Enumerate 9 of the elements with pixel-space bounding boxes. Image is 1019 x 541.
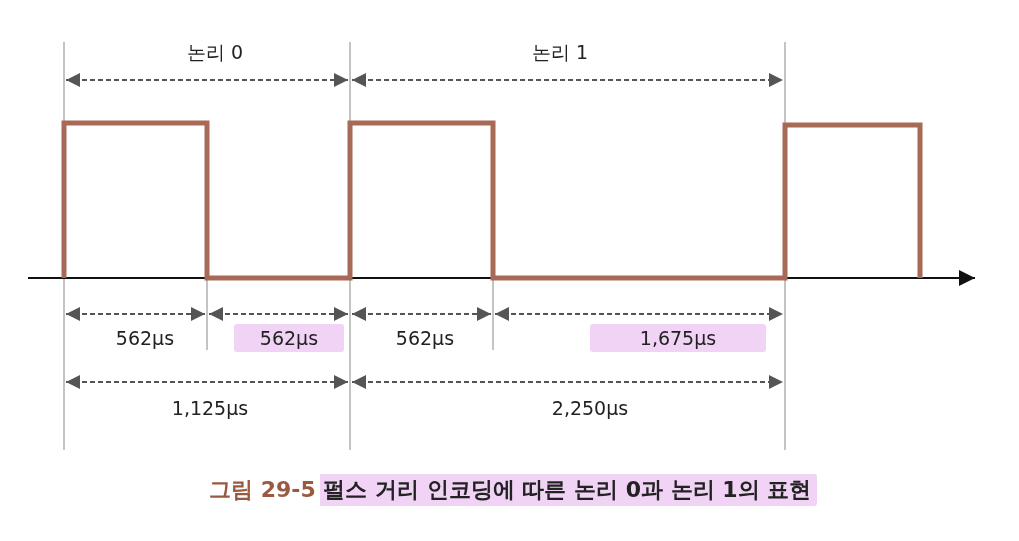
duration-label: 1,675μs xyxy=(590,324,766,352)
interval-label: 논리 1 xyxy=(530,40,590,65)
duration-label: 2,250μs xyxy=(550,396,630,421)
figure-caption: 그림 29-5 펄스 거리 인코딩에 따른 논리 0과 논리 1의 표현 xyxy=(209,474,818,506)
duration-label: 562μs xyxy=(114,326,176,351)
duration-label: 562μs xyxy=(234,324,344,352)
duration-label: 1,125μs xyxy=(170,396,250,421)
duration-label: 562μs xyxy=(394,326,456,351)
interval-label: 논리 0 xyxy=(185,40,245,65)
